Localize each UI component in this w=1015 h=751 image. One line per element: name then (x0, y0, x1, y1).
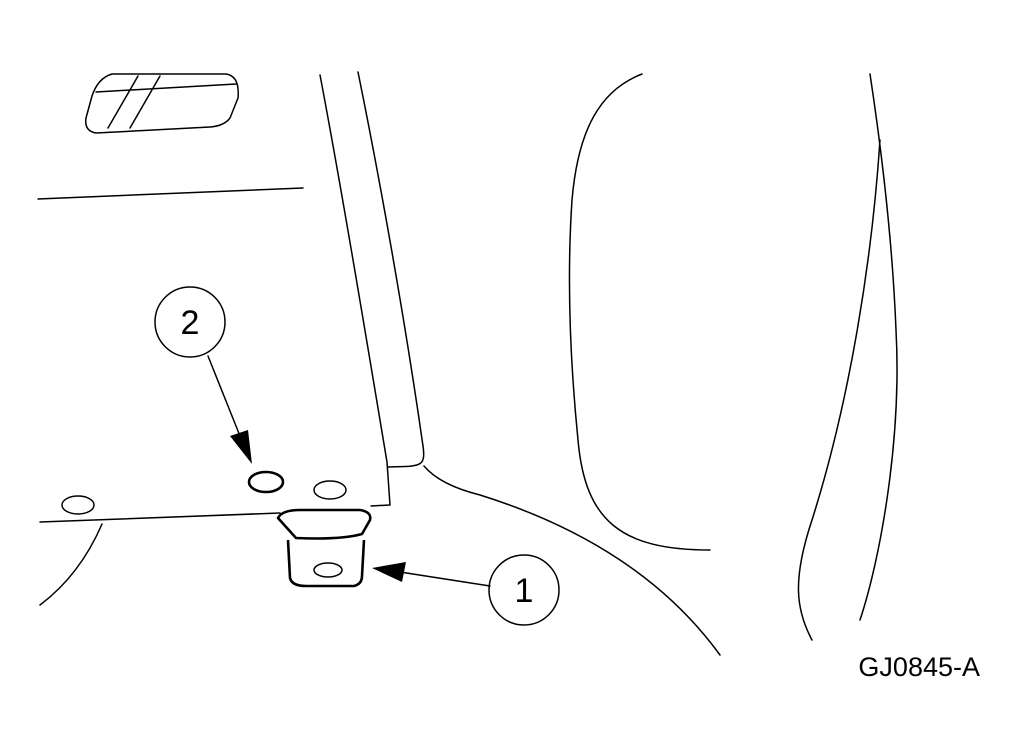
mounting-hole-right (313, 480, 347, 500)
callout-1-circle (488, 554, 560, 626)
grab-handle-outline (84, 73, 239, 134)
floor-front-curve (39, 523, 103, 606)
panel-trim-line (37, 187, 304, 200)
upper-panel (37, 73, 304, 200)
drain-plug-collar (276, 508, 372, 540)
grab-handle-inner (95, 75, 237, 129)
callout-1: 1 (372, 554, 560, 626)
callout-2-circle (154, 286, 226, 358)
floor-sill (39, 465, 721, 656)
drain-plug (276, 508, 372, 588)
callout-2: 2 (154, 286, 252, 464)
plug-hole-callout-2 (247, 470, 285, 494)
figure-id: GJ0845-A (858, 652, 980, 682)
callout-1-label: 1 (515, 572, 534, 610)
pillar-outer-edge (319, 74, 391, 507)
sill-curve (423, 465, 721, 656)
pillar-inner-edge (357, 71, 425, 468)
callout-2-arrowhead (230, 430, 252, 464)
mounting-hole-left (61, 495, 95, 515)
callout-2-leader (207, 355, 241, 437)
mounting-holes (61, 470, 347, 515)
drain-plug-hole (313, 562, 343, 578)
callout-2-label: 2 (181, 304, 200, 342)
seat-side-inner (797, 139, 881, 641)
pillar (319, 71, 425, 507)
seat (568, 73, 898, 641)
callout-1-arrowhead (372, 562, 406, 582)
floor-edge (39, 512, 281, 523)
seat-outline (568, 73, 711, 551)
drain-plug-body (286, 539, 366, 588)
callout-1-leader (399, 571, 491, 587)
